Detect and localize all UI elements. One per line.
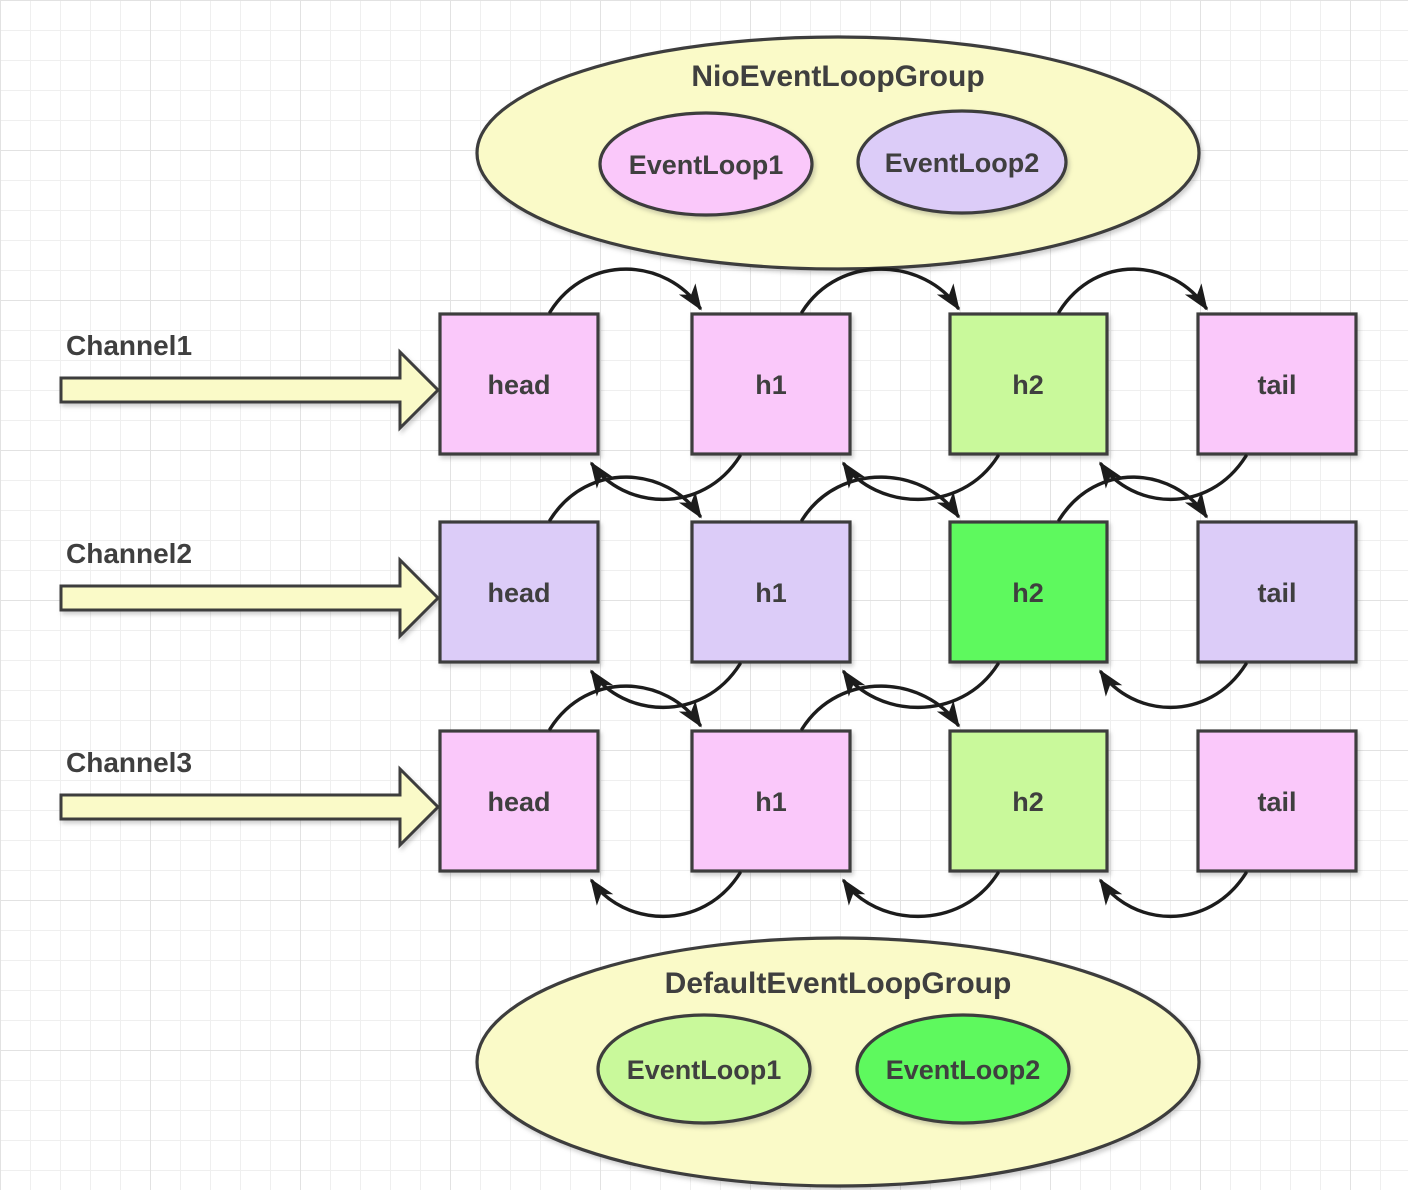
- channel3-box-h1-label: h1: [755, 787, 787, 817]
- channel2-label: Channel2: [66, 538, 192, 569]
- nio-eventloop1-ellipse: [598, 111, 814, 217]
- channel3-box-h2-label: h2: [1012, 787, 1044, 817]
- link-arc-forward: [1057, 475, 1208, 522]
- link-arc-forward: [800, 684, 960, 731]
- link-arc-forward: [548, 475, 702, 522]
- default-eventloop1-label: EventLoop1: [627, 1055, 782, 1085]
- default-eventloop1-ellipse: [596, 1013, 812, 1125]
- channel2-box-tail-label: tail: [1257, 578, 1296, 608]
- link-arc-backward: [590, 871, 742, 918]
- channel3-row: Channel3 head h1 h2 tail: [59, 684, 1358, 918]
- channel1-arrow: [59, 348, 441, 432]
- channel1-box-h2-label: h2: [1012, 370, 1044, 400]
- channel2-box-head-label: head: [487, 578, 550, 608]
- default-eventloop2-ellipse: [855, 1013, 1071, 1125]
- default-eventloop2-label: EventLoop2: [886, 1055, 1041, 1085]
- channel2-box-h2: [948, 520, 1109, 664]
- channel2-arrow: [59, 556, 441, 640]
- link-arc-forward: [548, 684, 702, 731]
- link-arc-backward: [842, 662, 1000, 709]
- link-arc-backward: [590, 662, 742, 709]
- channel1-box-h2: [948, 312, 1109, 456]
- channel2-box-head: [438, 520, 600, 664]
- link-arc-forward: [800, 267, 960, 314]
- channel2-box-h1: [690, 520, 852, 664]
- channel1-box-tail: [1196, 312, 1358, 456]
- nio-group-title: NioEventLoopGroup: [691, 60, 984, 93]
- channel1-box-h1-label: h1: [755, 370, 787, 400]
- link-arc-backward: [1099, 871, 1248, 918]
- channel1-box-head-label: head: [487, 370, 550, 400]
- nio-eventloop2-ellipse: [856, 109, 1068, 215]
- channel3-box-head-label: head: [487, 787, 550, 817]
- channel1-row: Channel1 head h1 h2 tail: [59, 267, 1358, 501]
- channel3-box-tail-label: tail: [1257, 787, 1296, 817]
- channel3-box-tail: [1196, 729, 1358, 873]
- nio-eventloop2-label: EventLoop2: [885, 148, 1040, 178]
- channel3-box-h2: [948, 729, 1109, 873]
- channel2-box-tail: [1196, 520, 1358, 664]
- link-arc-forward: [800, 475, 960, 522]
- channel3-label: Channel3: [66, 747, 192, 778]
- link-arc-forward: [548, 267, 702, 314]
- channel1-box-h1: [690, 312, 852, 456]
- default-event-loop-group: DefaultEventLoopGroup EventLoop1 EventLo…: [475, 936, 1201, 1188]
- channel1-box-tail-label: tail: [1257, 370, 1296, 400]
- nio-event-loop-group: NioEventLoopGroup EventLoop1 EventLoop2: [475, 35, 1201, 271]
- channel2-box-h1-label: h1: [755, 578, 787, 608]
- link-arc-forward: [1057, 267, 1208, 314]
- channel1-box-head: [438, 312, 600, 456]
- channel3-box-head: [438, 729, 600, 873]
- channel3-box-h1: [690, 729, 852, 873]
- link-arc-backward: [842, 871, 1000, 918]
- channel2-box-h2-label: h2: [1012, 578, 1044, 608]
- link-arc-backward: [1099, 662, 1248, 709]
- channel1-label: Channel1: [66, 330, 192, 361]
- channel2-row: Channel2 head h1 h2 tail: [59, 475, 1358, 709]
- channel3-arrow: [59, 765, 441, 849]
- default-group-title: DefaultEventLoopGroup: [665, 967, 1012, 1000]
- nio-eventloop1-label: EventLoop1: [629, 150, 784, 180]
- default-group-ellipse: [475, 936, 1201, 1188]
